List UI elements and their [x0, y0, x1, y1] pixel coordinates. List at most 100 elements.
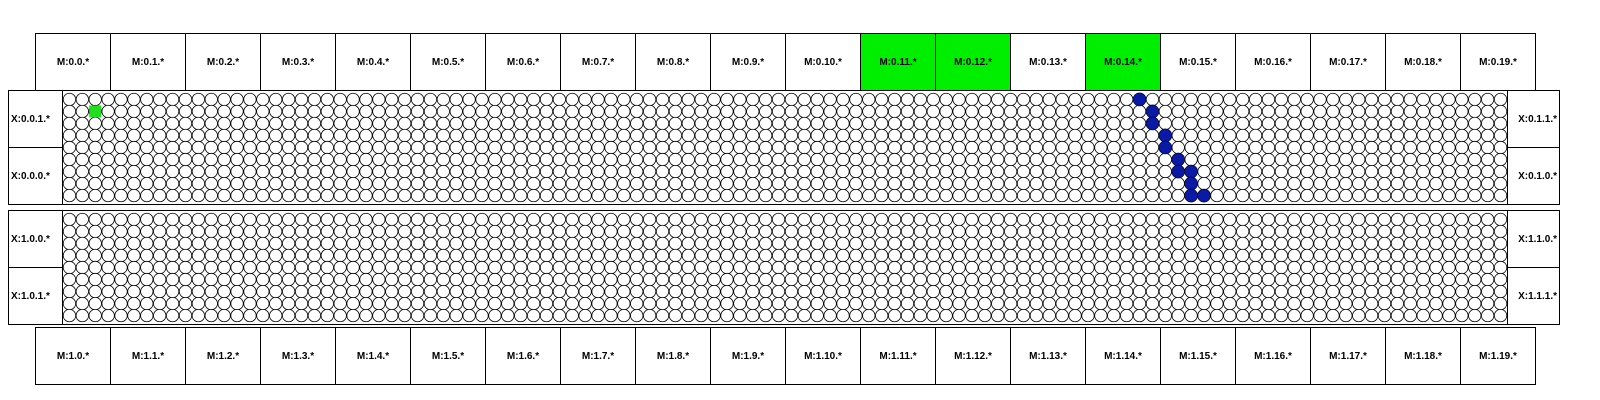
grid-node — [1004, 128, 1018, 143]
module-box: M:0.0.* — [35, 33, 111, 91]
grid-node — [204, 260, 218, 275]
grid-node — [1055, 296, 1069, 311]
grid-node — [178, 116, 193, 131]
grid-node — [746, 140, 760, 155]
grid-node — [617, 188, 631, 203]
grid-node — [462, 128, 476, 143]
grid-node — [501, 212, 515, 227]
grid-node — [746, 308, 760, 323]
grid-node — [75, 128, 89, 143]
grid-node — [797, 296, 811, 311]
grid-node — [320, 248, 334, 263]
grid-node — [307, 236, 322, 251]
grid-node — [423, 236, 438, 251]
grid-node — [1223, 212, 1237, 227]
grid-node — [1120, 116, 1134, 131]
grid-node — [849, 188, 863, 203]
grid-node — [617, 92, 631, 107]
grid-node — [1184, 284, 1198, 299]
grid-node — [462, 296, 476, 311]
grid-node — [565, 188, 579, 203]
grid-node — [1171, 248, 1185, 263]
grid-node — [1236, 128, 1250, 143]
grid-node — [1107, 128, 1121, 143]
grid-node — [1493, 248, 1507, 263]
grid-node — [643, 272, 657, 287]
grid-node — [862, 140, 876, 155]
grid-node — [114, 284, 128, 299]
grid-node — [913, 176, 927, 191]
grid-node — [681, 104, 695, 119]
grid-node — [1442, 260, 1456, 275]
grid-node — [153, 260, 167, 275]
grid-node — [488, 164, 502, 179]
grid-node — [733, 140, 747, 155]
grid-node — [1132, 116, 1147, 131]
grid-node — [1029, 140, 1044, 155]
grid-node — [178, 272, 193, 287]
grid-node — [1068, 284, 1082, 299]
grid-node — [1481, 248, 1495, 263]
grid-node — [307, 272, 322, 287]
grid-node — [114, 224, 128, 239]
grid-node — [372, 128, 386, 143]
grid-node — [230, 308, 244, 323]
grid-node — [1171, 104, 1185, 119]
grid-node — [153, 224, 167, 239]
grid-node — [475, 140, 489, 155]
grid-node — [1004, 164, 1018, 179]
grid-node — [1171, 284, 1185, 299]
grid-node — [1107, 260, 1121, 275]
grid-node — [501, 140, 515, 155]
grid-node — [565, 296, 579, 311]
grid-node — [165, 296, 180, 311]
grid-node — [1326, 104, 1340, 119]
grid-node — [707, 284, 721, 299]
grid-node — [978, 224, 992, 239]
grid-node — [101, 140, 115, 155]
grid-node — [1145, 272, 1160, 287]
grid-node — [952, 116, 966, 131]
grid-node — [372, 188, 386, 203]
grid-node — [1055, 176, 1069, 191]
grid-node — [991, 296, 1005, 311]
grid-node — [655, 224, 670, 239]
grid-node — [1210, 164, 1224, 179]
grid-node — [965, 128, 979, 143]
grid-node — [1481, 284, 1495, 299]
grid-node — [127, 260, 141, 275]
grid-node — [733, 164, 747, 179]
grid-node — [978, 248, 992, 263]
grid-node — [423, 224, 438, 239]
grid-node — [875, 104, 889, 119]
grid-node — [1455, 308, 1469, 323]
grid-node — [101, 284, 115, 299]
grid-node — [720, 224, 734, 239]
grid-node — [797, 104, 811, 119]
grid-node — [1274, 236, 1288, 251]
grid-node — [1068, 128, 1082, 143]
grid-node — [1107, 308, 1121, 323]
grid-node — [1184, 224, 1198, 239]
grid-node — [1274, 212, 1288, 227]
grid-node — [1158, 188, 1172, 203]
grid-node — [423, 272, 438, 287]
grid-node — [1326, 272, 1340, 287]
grid-node — [823, 176, 837, 191]
grid-node — [243, 104, 257, 119]
grid-node — [720, 116, 734, 131]
grid-node — [1158, 296, 1172, 311]
grid-node — [810, 260, 824, 275]
grid-node — [875, 164, 889, 179]
grid-node — [1197, 92, 1211, 107]
grid-node — [952, 152, 966, 167]
grid-node — [1016, 128, 1031, 143]
grid-node — [398, 164, 412, 179]
grid-node — [655, 92, 670, 107]
grid-node — [604, 272, 618, 287]
grid-node — [952, 140, 966, 155]
grid-node — [1016, 260, 1031, 275]
grid-node — [810, 128, 824, 143]
panel-label: X:0.1.0.* — [1518, 171, 1557, 182]
grid-node — [1455, 212, 1469, 227]
